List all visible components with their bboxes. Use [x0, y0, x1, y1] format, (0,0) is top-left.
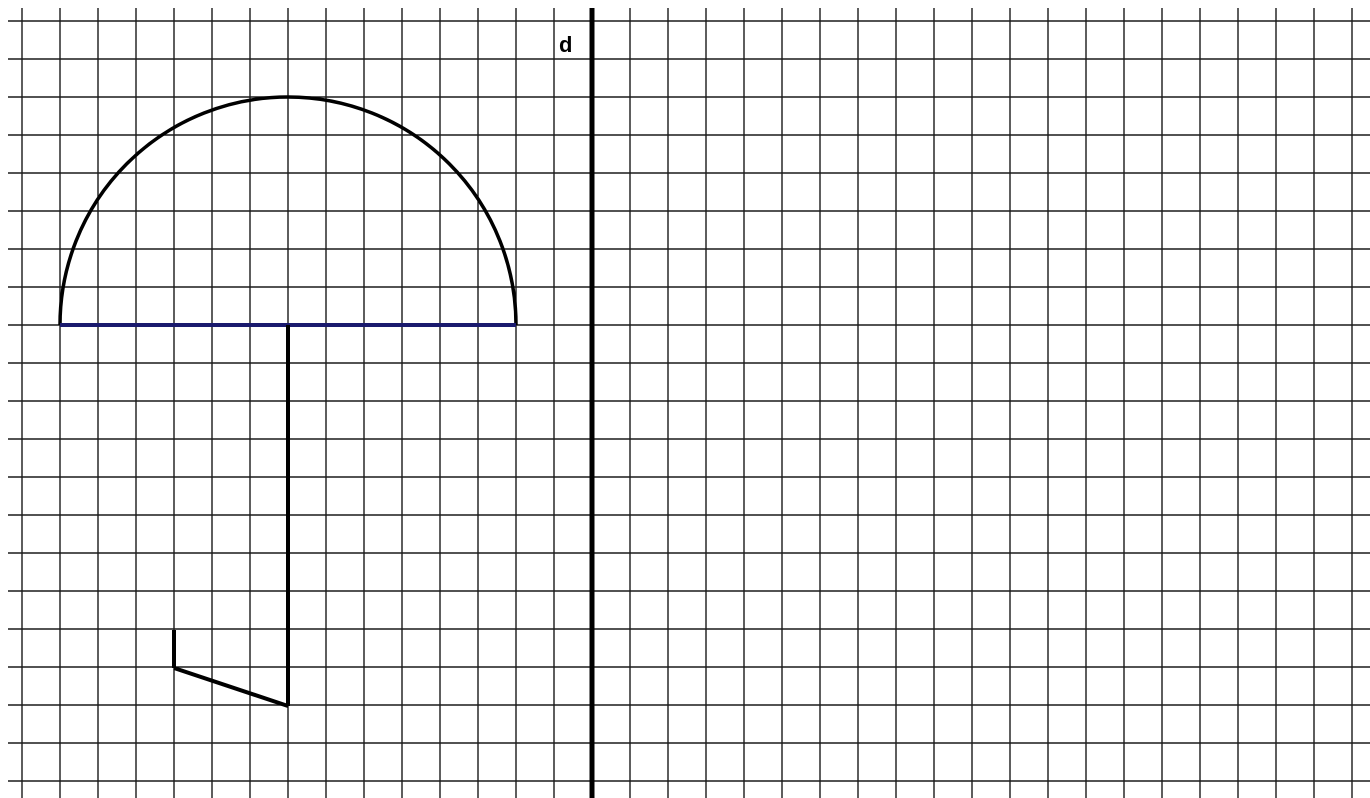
axis-label-d: d	[559, 32, 572, 57]
square-grid	[8, 8, 1370, 798]
umbrella-canopy-arc	[58, 95, 518, 326]
umbrella-figure	[58, 95, 518, 708]
umbrella-handle-diagonal	[173, 666, 289, 708]
